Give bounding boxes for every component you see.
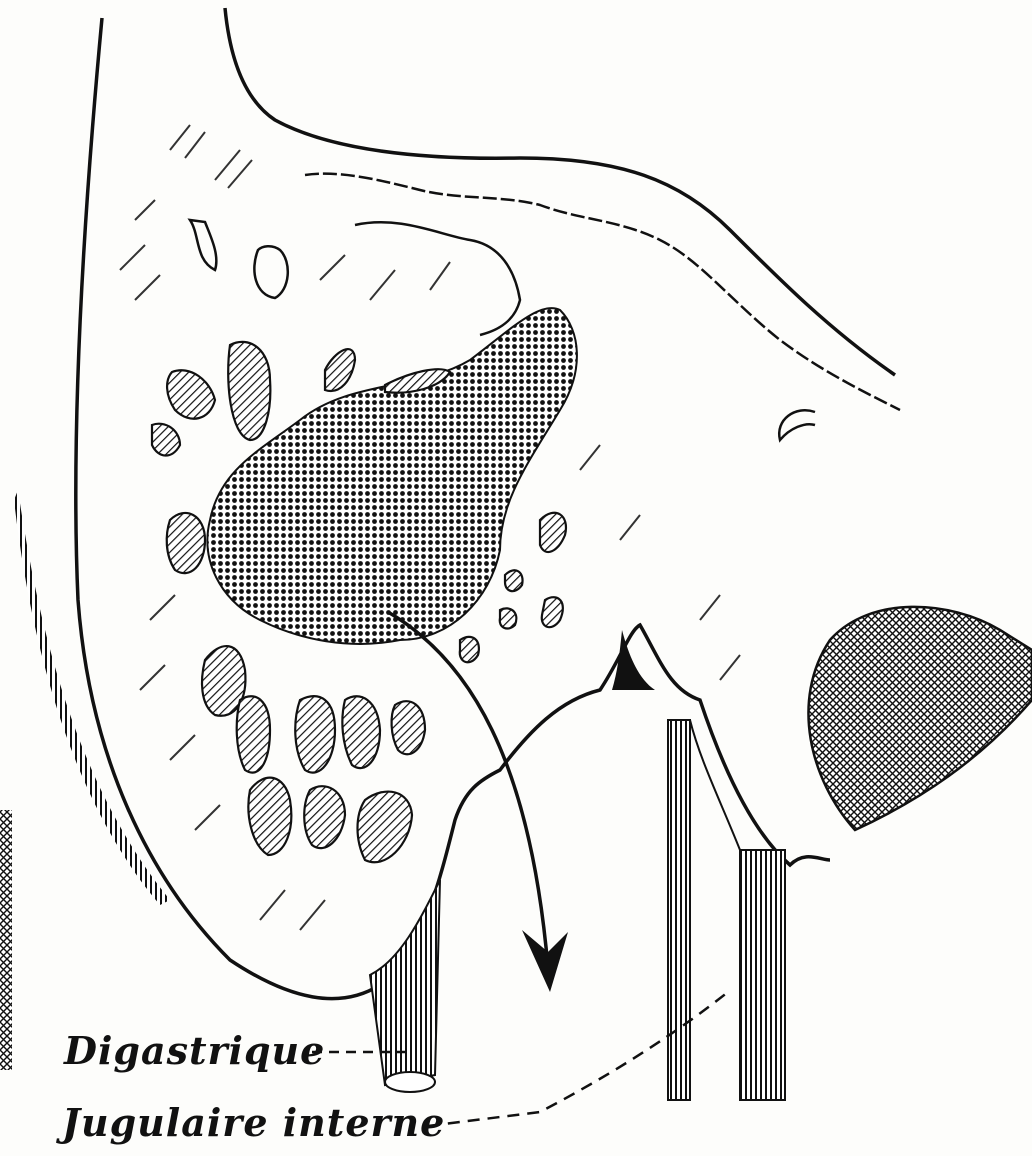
bone-crest [305, 174, 900, 410]
mandibular-condyle [808, 607, 1032, 830]
digastric-muscle [370, 880, 440, 1092]
label-digastrique: Digastrique [64, 1028, 325, 1073]
left-edge-shading [0, 490, 170, 1070]
label-jugulaire-interne: Jugulaire interne [62, 1100, 445, 1145]
